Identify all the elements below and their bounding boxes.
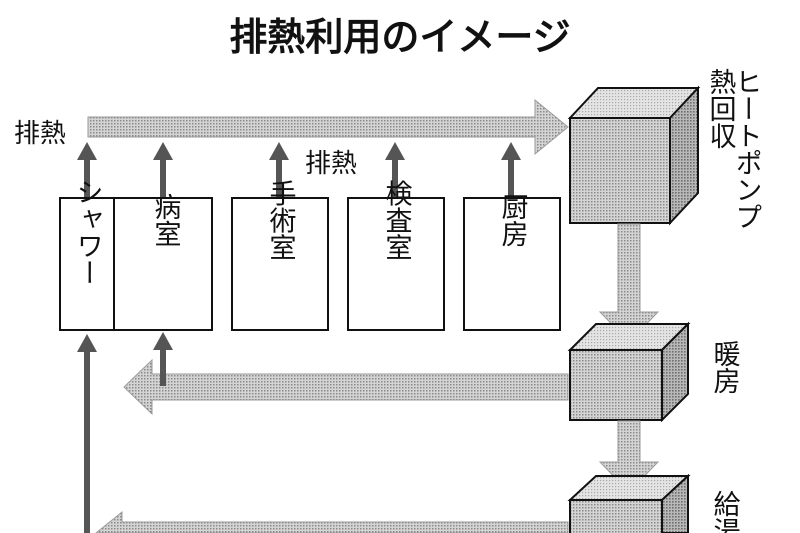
room-label-kitchen: 厨房 <box>497 193 529 247</box>
room-label-shower: シャワー <box>72 178 103 286</box>
exhaust-label-mid: 排熱 <box>305 149 357 179</box>
shower-ward-box <box>59 197 213 331</box>
heating-supply-arrow <box>123 358 569 416</box>
page-title: 排熱利用のイメージ <box>229 15 570 59</box>
exhaust-label-left: 排熱 <box>14 119 66 149</box>
heating-label: 暖房 <box>709 340 741 394</box>
heating-up-arrow <box>153 332 173 386</box>
room-exhaust-arrows <box>77 142 521 197</box>
kitchen-box <box>463 197 561 331</box>
heating-cube <box>567 321 691 423</box>
heat-pump-label-line2: ヒートポンプ <box>731 68 762 230</box>
heat-pump-label-line1: 熱回収 <box>705 68 736 149</box>
room-label-surgery: 手術室 <box>265 179 297 260</box>
exam-box <box>347 197 445 331</box>
room-label-ward: 病室 <box>150 193 182 247</box>
hot-water-supply-arrow <box>95 510 569 533</box>
surgery-box <box>231 197 329 331</box>
up-arrow-ward <box>153 142 173 197</box>
exhaust-flow-arrow <box>87 98 569 156</box>
up-arrow-surgery <box>269 142 289 197</box>
room-label-exam: 検査室 <box>381 179 413 260</box>
up-arrow-kitchen <box>501 142 521 197</box>
heat-pump-cube <box>567 85 701 226</box>
shower-supply-arrow <box>77 334 97 533</box>
up-arrow-exam <box>385 142 405 197</box>
hot-water-cube <box>567 473 691 533</box>
hot-water-label: 給湯 <box>709 490 741 533</box>
up-arrow-shower <box>77 142 97 197</box>
